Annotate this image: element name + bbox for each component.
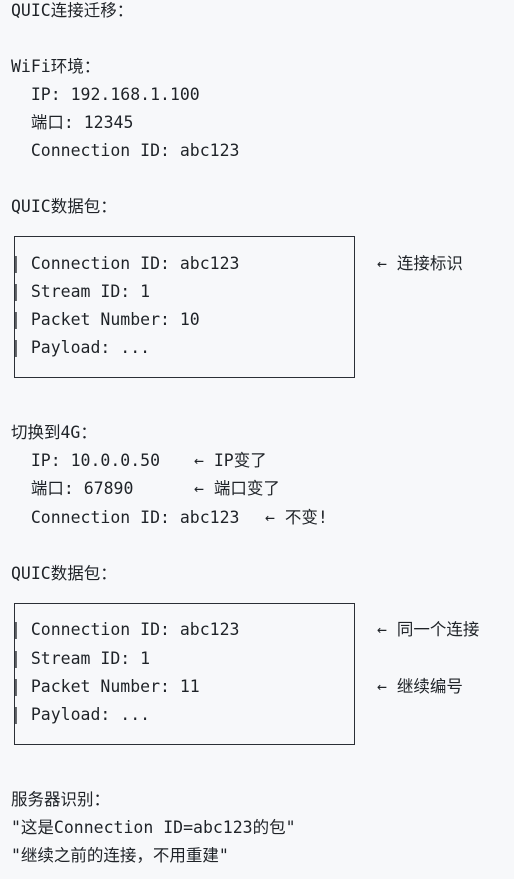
packet2-connection-id: | Connection ID: abc123 [11, 620, 240, 639]
switch-port-note: ← 端口变了 [194, 479, 280, 498]
page-title: QUIC连接迁移： [11, 1, 134, 20]
wifi-connection-id: Connection ID: abc123 [11, 141, 240, 160]
packet1-heading: QUIC数据包： [11, 197, 117, 216]
packet1-connection-id: | Connection ID: abc123 [11, 254, 240, 273]
packet2-packet-number: | Packet Number: 11 [11, 677, 200, 696]
server-heading: 服务器识别： [11, 790, 110, 809]
switch-connection-id: Connection ID: abc123 [11, 508, 240, 527]
switch-ip-note: ← IP变了 [194, 451, 267, 470]
packet1-box [14, 236, 355, 378]
server-line-2: "继续之前的连接，不用重建" [11, 846, 229, 865]
packet1-cid-note: ← 连接标识 [377, 254, 463, 273]
packet1-payload: | Payload: ... [11, 338, 151, 357]
server-line-1: "这是Connection ID=abc123的包" [11, 818, 296, 837]
wifi-port: 端口: 12345 [11, 113, 134, 132]
packet2-box [14, 603, 355, 745]
packet2-heading: QUIC数据包： [11, 564, 117, 583]
switch-cid-note: ← 不变! [265, 508, 328, 527]
packet2-payload: | Payload: ... [11, 705, 151, 724]
switch-heading: 切换到4G： [11, 423, 97, 442]
code-block: QUIC连接迁移： WiFi环境： IP: 192.168.1.100 端口: … [11, 0, 511, 879]
packet2-stream-id: | Stream ID: 1 [11, 649, 151, 668]
packet2-cid-note: ← 同一个连接 [377, 620, 480, 639]
packet2-number-note: ← 继续编号 [377, 677, 463, 696]
wifi-ip: IP: 192.168.1.100 [11, 85, 200, 104]
switch-port: 端口: 67890 [11, 479, 134, 498]
wifi-heading: WiFi环境： [11, 57, 101, 76]
packet1-packet-number: | Packet Number: 10 [11, 310, 200, 329]
switch-ip: IP: 10.0.0.50 [11, 451, 161, 470]
packet1-stream-id: | Stream ID: 1 [11, 282, 151, 301]
